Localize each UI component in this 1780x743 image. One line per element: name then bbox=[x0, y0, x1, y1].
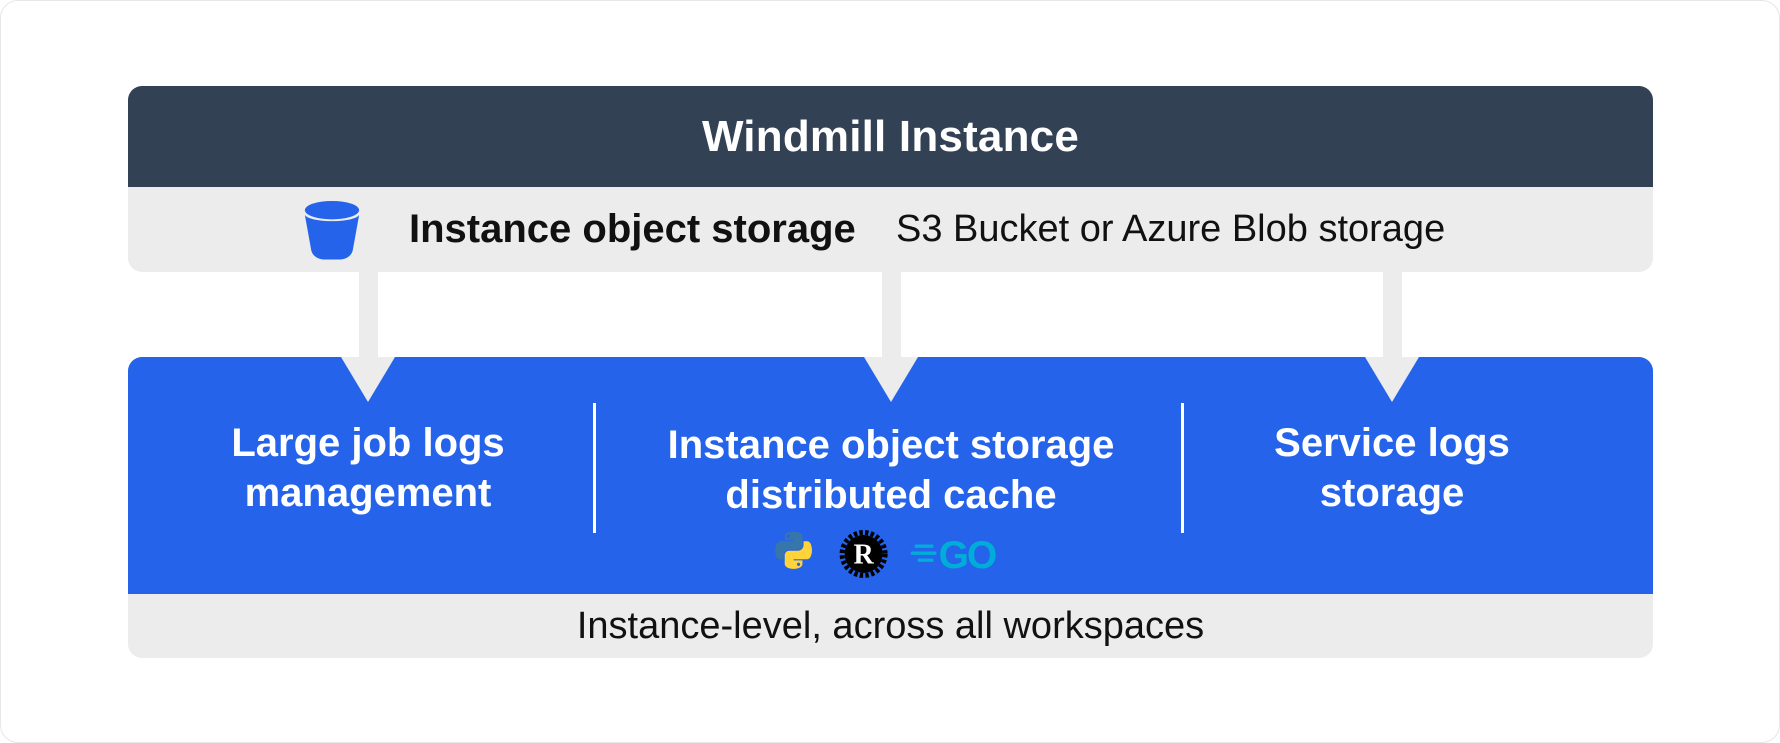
go-icon: GO bbox=[910, 534, 1011, 574]
arrowhead-left-icon bbox=[341, 357, 395, 402]
section-divider-2 bbox=[1181, 403, 1184, 533]
section-title-line: Service logs bbox=[1274, 421, 1510, 465]
section-title-line: Large job logs bbox=[231, 421, 505, 465]
arrow-down-middle bbox=[882, 272, 901, 358]
section-service-logs: Service logs storage bbox=[1274, 418, 1510, 518]
storage-bar: Instance object storage S3 Bucket or Azu… bbox=[128, 187, 1653, 272]
footer-bar: Instance-level, across all workspaces bbox=[128, 594, 1653, 658]
storage-bar-label: Instance object storage bbox=[409, 207, 856, 251]
arrow-down-left bbox=[359, 272, 378, 358]
footer-label: Instance-level, across all workspaces bbox=[576, 604, 1205, 647]
section-distributed-cache: Instance object storage distributed cach… bbox=[667, 420, 1115, 581]
section-title-line: Instance object storage bbox=[667, 423, 1115, 467]
arrowhead-right-icon bbox=[1365, 357, 1419, 402]
section-divider-1 bbox=[593, 403, 596, 533]
section-title-line: management bbox=[244, 471, 492, 515]
header-bar: Windmill Instance bbox=[128, 86, 1653, 187]
language-icons-row: R GO bbox=[668, 527, 1115, 581]
bucket-icon bbox=[301, 199, 363, 261]
python-icon bbox=[771, 527, 817, 581]
arrow-down-right bbox=[1383, 272, 1402, 358]
arrowhead-middle-icon bbox=[864, 357, 918, 402]
svg-text:GO: GO bbox=[939, 534, 996, 574]
section-large-job-logs: Large job logs management bbox=[231, 418, 504, 518]
storage-bar-sublabel: S3 Bucket or Azure Blob storage bbox=[896, 208, 1446, 250]
section-title-line: storage bbox=[1319, 471, 1465, 515]
section-title-line: distributed cache bbox=[725, 473, 1057, 517]
svg-text:R: R bbox=[854, 540, 875, 571]
rust-icon: R bbox=[839, 529, 889, 579]
page-title: Windmill Instance bbox=[701, 111, 1080, 161]
